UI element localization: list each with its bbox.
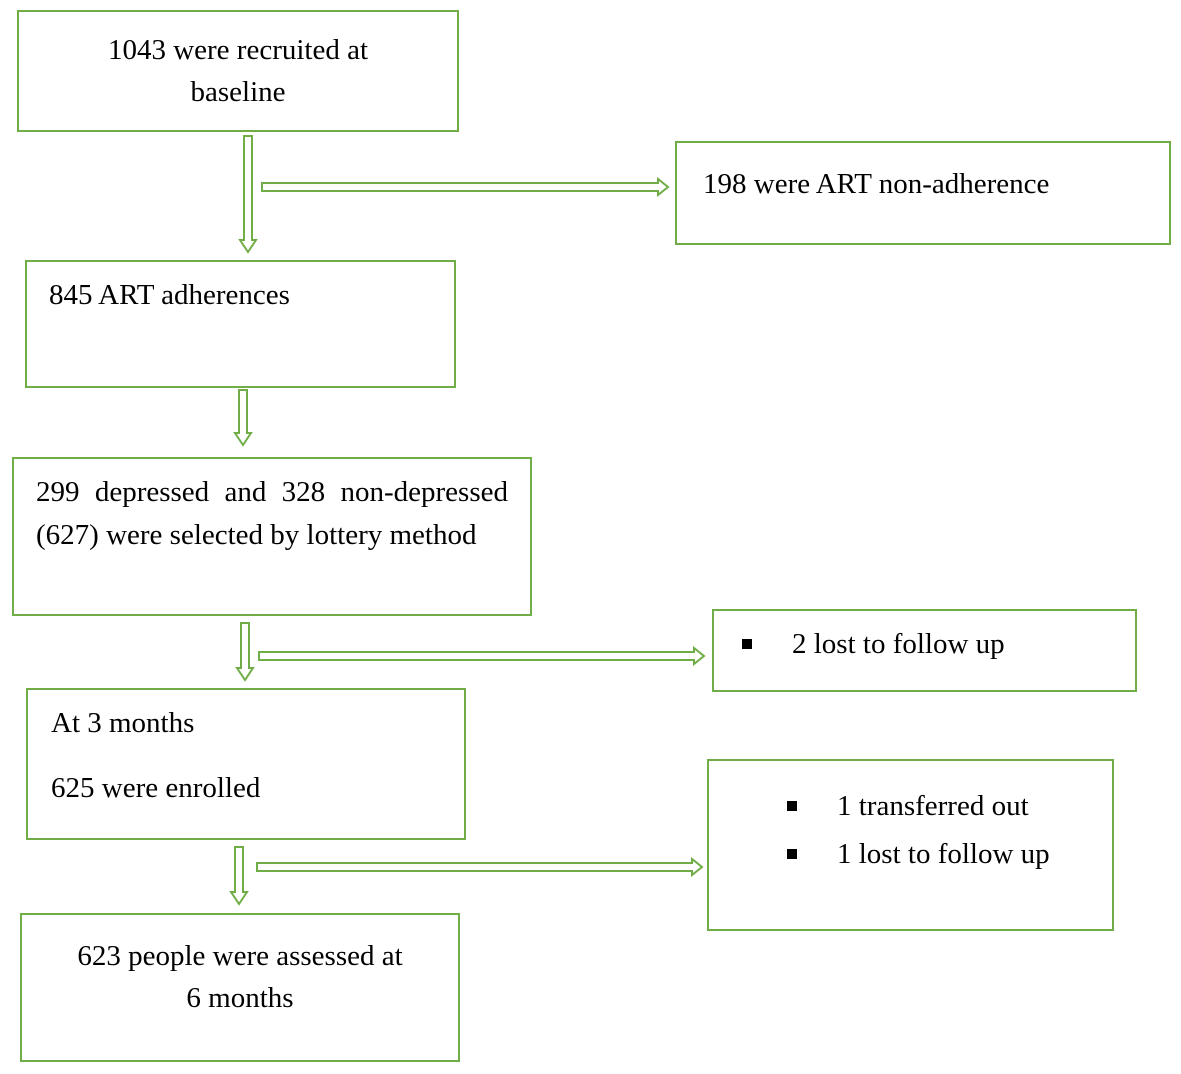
bullet-square-icon: [787, 801, 797, 811]
recruited-line-1: 1043 were recruited at: [107, 34, 369, 66]
assessed-box: 623 people were assessed at 6 months: [20, 913, 460, 1062]
assessed-line-1: 623 people were assessed at: [77, 940, 403, 972]
right-arrow-1: [261, 176, 670, 198]
selected-text: 299 depressed and 328 non-depressed (627…: [36, 476, 508, 551]
down-arrow-4: [229, 846, 249, 906]
recruited-line-2: baseline: [190, 76, 286, 108]
recruited-box: 1043 were recruited at baseline: [17, 10, 459, 132]
list-item: 1 transferred out: [787, 785, 1029, 827]
enrolled-text: 625 were enrolled: [51, 772, 261, 804]
right-arrow-3: [256, 856, 704, 878]
non-adherence-box: 198 were ART non-adherence: [675, 141, 1171, 245]
assessed-line-2: 6 months: [186, 982, 294, 1014]
adherences-box: 845 ART adherences: [25, 260, 456, 388]
selected-box: 299 depressed and 328 non-depressed (627…: [12, 457, 532, 616]
right-arrow-2: [258, 645, 706, 667]
non-adherence-text: 198 were ART non-adherence: [703, 168, 1050, 200]
list-item: 2 lost to follow up: [742, 623, 1005, 665]
bullet-square-icon: [787, 849, 797, 859]
three-months-box: At 3 months 625 were enrolled: [26, 688, 466, 840]
down-arrow-3: [235, 622, 255, 682]
down-arrow-2: [233, 389, 253, 447]
down-arrow-1: [238, 135, 258, 254]
lost-3m-box: 2 lost to follow up: [712, 609, 1137, 692]
list-item: 1 lost to follow up: [787, 833, 1050, 875]
bullet-square-icon: [742, 639, 752, 649]
three-months-heading: At 3 months: [51, 707, 195, 739]
adherences-text: 845 ART adherences: [49, 279, 290, 311]
lost-6m-box: 1 transferred out 1 lost to follow up: [707, 759, 1114, 931]
